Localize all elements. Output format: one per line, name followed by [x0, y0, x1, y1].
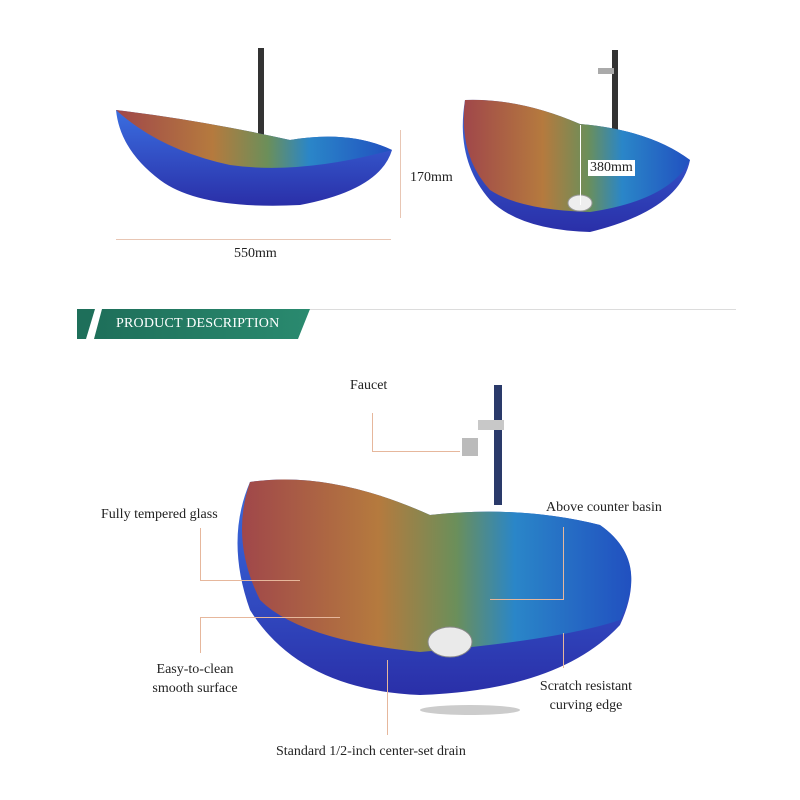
surface-leader — [200, 617, 340, 618]
basin-leader — [490, 599, 564, 600]
faucet-leader — [372, 413, 373, 451]
depth-dimension-line — [580, 125, 581, 205]
faucet-leader — [372, 451, 460, 452]
section-divider — [300, 309, 736, 310]
basin-leader — [563, 527, 564, 599]
width-label: 550mm — [234, 246, 277, 261]
surface-leader — [200, 617, 201, 653]
callout-drain: Standard 1/2-inch center-set drain — [276, 744, 466, 759]
glass-leader — [200, 528, 201, 580]
callout-easy-clean-line1: Easy-to-clean — [156, 662, 234, 677]
callout-faucet: Faucet — [350, 378, 388, 393]
callout-scratch-resistant: Scratch resistant curving edge — [526, 677, 646, 715]
callout-easy-clean-line2: smooth surface — [152, 681, 238, 696]
section-banner — [94, 309, 310, 339]
glass-leader — [200, 580, 300, 581]
callout-tempered-glass: Fully tempered glass — [101, 507, 218, 522]
callout-easy-clean: Easy-to-clean smooth surface — [140, 660, 250, 698]
sink-top-view — [462, 50, 690, 232]
callout-scratch-line2: curving edge — [549, 698, 623, 713]
callout-scratch-line1: Scratch resistant — [539, 679, 633, 694]
edge-leader — [563, 633, 564, 668]
height-label: 170mm — [410, 170, 453, 185]
callout-above-counter: Above counter basin — [546, 500, 662, 515]
depth-label: 380mm — [588, 160, 635, 176]
sink-side-view — [116, 48, 392, 206]
height-dimension-line — [400, 130, 401, 218]
width-dimension-line — [116, 239, 391, 240]
drain-leader — [387, 660, 388, 735]
section-title: PRODUCT DESCRIPTION — [116, 316, 280, 331]
sink-main-view — [237, 385, 632, 715]
